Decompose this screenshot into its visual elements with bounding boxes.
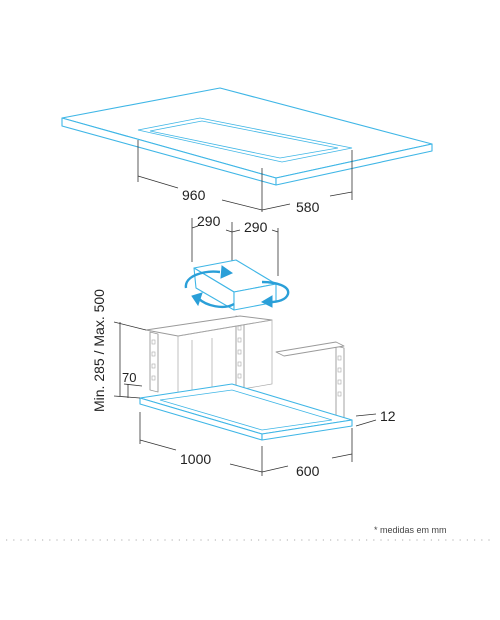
hood-body — [139, 383, 353, 441]
ceiling-width-label: 960 — [182, 187, 206, 203]
ceiling-dimension-lines — [137, 140, 353, 212]
hood-depth-label: 600 — [296, 463, 320, 479]
thickness-dimension-lines — [355, 413, 377, 427]
height-range-label: Min. 285 / Max. 500 — [91, 289, 107, 412]
panel-thickness-label: 12 — [380, 408, 396, 424]
column-width-label: 290 — [197, 213, 221, 229]
post-holes — [151, 325, 342, 397]
ceiling-panel — [61, 87, 433, 186]
ceiling-depth-label: 580 — [296, 199, 320, 215]
body-height-label: 70 — [122, 370, 136, 385]
hood-frame — [145, 315, 345, 419]
column-depth-label: 290 — [244, 219, 268, 235]
hood-dimension-lines — [139, 412, 353, 476]
rotate-arrows-icon — [184, 265, 290, 309]
height-dimension-lines — [113, 321, 147, 399]
hood-width-label: 1000 — [180, 451, 211, 467]
units-footnote: * medidas em mm — [374, 525, 447, 535]
